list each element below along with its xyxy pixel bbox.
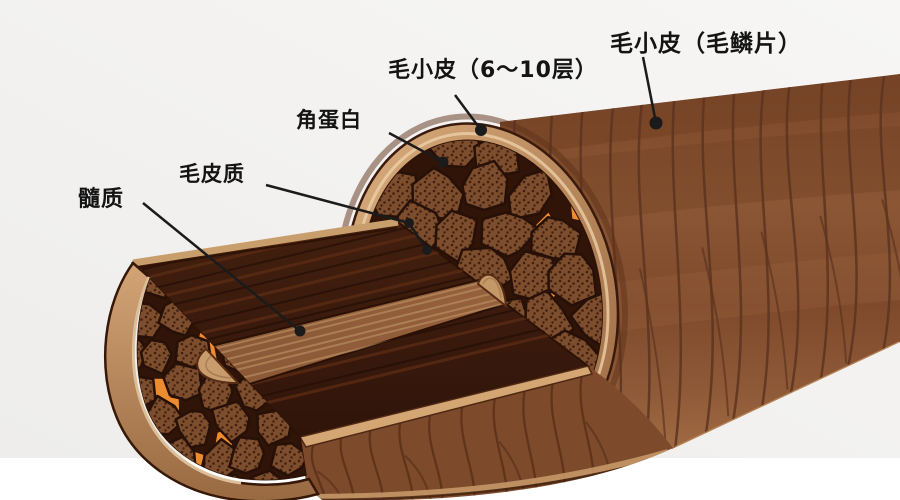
label-cuticle-scales: 毛小皮（毛鳞片） [610,31,802,57]
medulla-dome-disc [476,273,508,309]
leader-keratin [388,131,449,168]
leader-cuticle-scales [641,56,663,130]
leader-lines [142,56,663,337]
medulla-dome-left [196,347,241,385]
leader-cortex [265,183,432,255]
label-cortex: 毛皮质 [179,162,245,186]
far-cuticle-edge [132,218,399,267]
medulla-end-caps [196,273,508,385]
leader-medulla [142,202,306,337]
leader-cuticle-layers [453,94,487,136]
near-cuticle-edge [298,365,594,448]
label-cuticle-layers: 毛小皮（6～10层） [388,58,598,83]
label-keratin: 角蛋白 [296,108,362,132]
label-medulla: 髓质 [78,187,125,212]
